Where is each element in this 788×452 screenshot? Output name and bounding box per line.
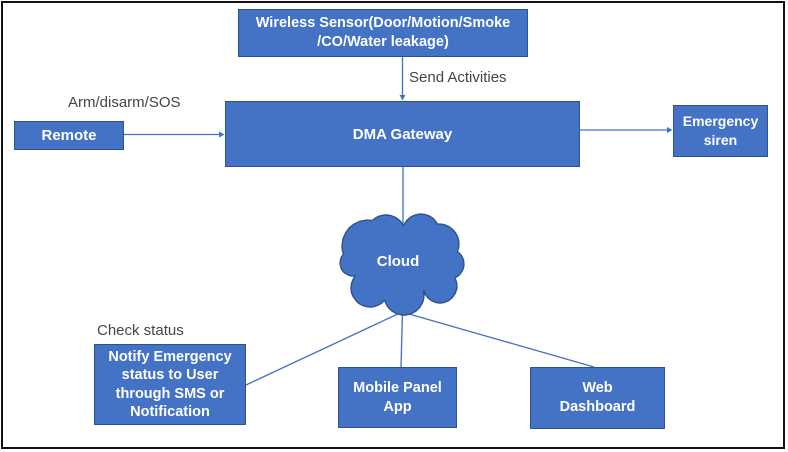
svg-text:Cloud: Cloud: [377, 253, 420, 270]
